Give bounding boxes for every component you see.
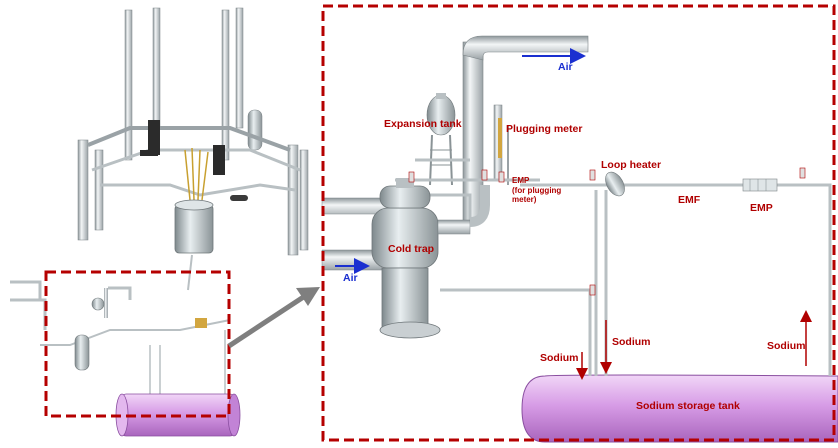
label-plugging-meter: Plugging meter — [506, 123, 582, 135]
label-air-left: Air — [343, 272, 358, 284]
detail-view: Expansion tank Plugging meter Loop heate… — [321, 35, 838, 443]
label-sodium-left: Sodium — [540, 352, 579, 364]
reactor-overview — [77, 7, 309, 291]
loop-heater — [605, 171, 625, 197]
label-emf: EMF — [678, 194, 701, 206]
label-expansion-tank: Expansion tank — [384, 118, 462, 130]
label-emp-plugging-3: meter) — [512, 195, 537, 204]
emp-device — [742, 178, 778, 192]
label-emp-plugging-2: (for plugging — [512, 186, 561, 195]
label-cold-trap: Cold trap — [388, 243, 434, 255]
label-emp-plugging-1: EMP — [512, 176, 530, 185]
label-emp: EMP — [750, 202, 773, 214]
expansion-tank — [426, 93, 456, 186]
cold-trap — [371, 178, 490, 339]
label-storage-tank: Sodium storage tank — [636, 400, 740, 412]
label-sodium-right: Sodium — [767, 340, 806, 352]
detail-dashed-box — [321, 4, 836, 442]
label-air-top: Air — [558, 61, 573, 73]
loop-overview — [10, 280, 231, 395]
label-sodium-mid: Sodium — [612, 336, 651, 348]
label-loop-heater: Loop heater — [601, 159, 661, 171]
zoom-arrow — [227, 287, 320, 349]
